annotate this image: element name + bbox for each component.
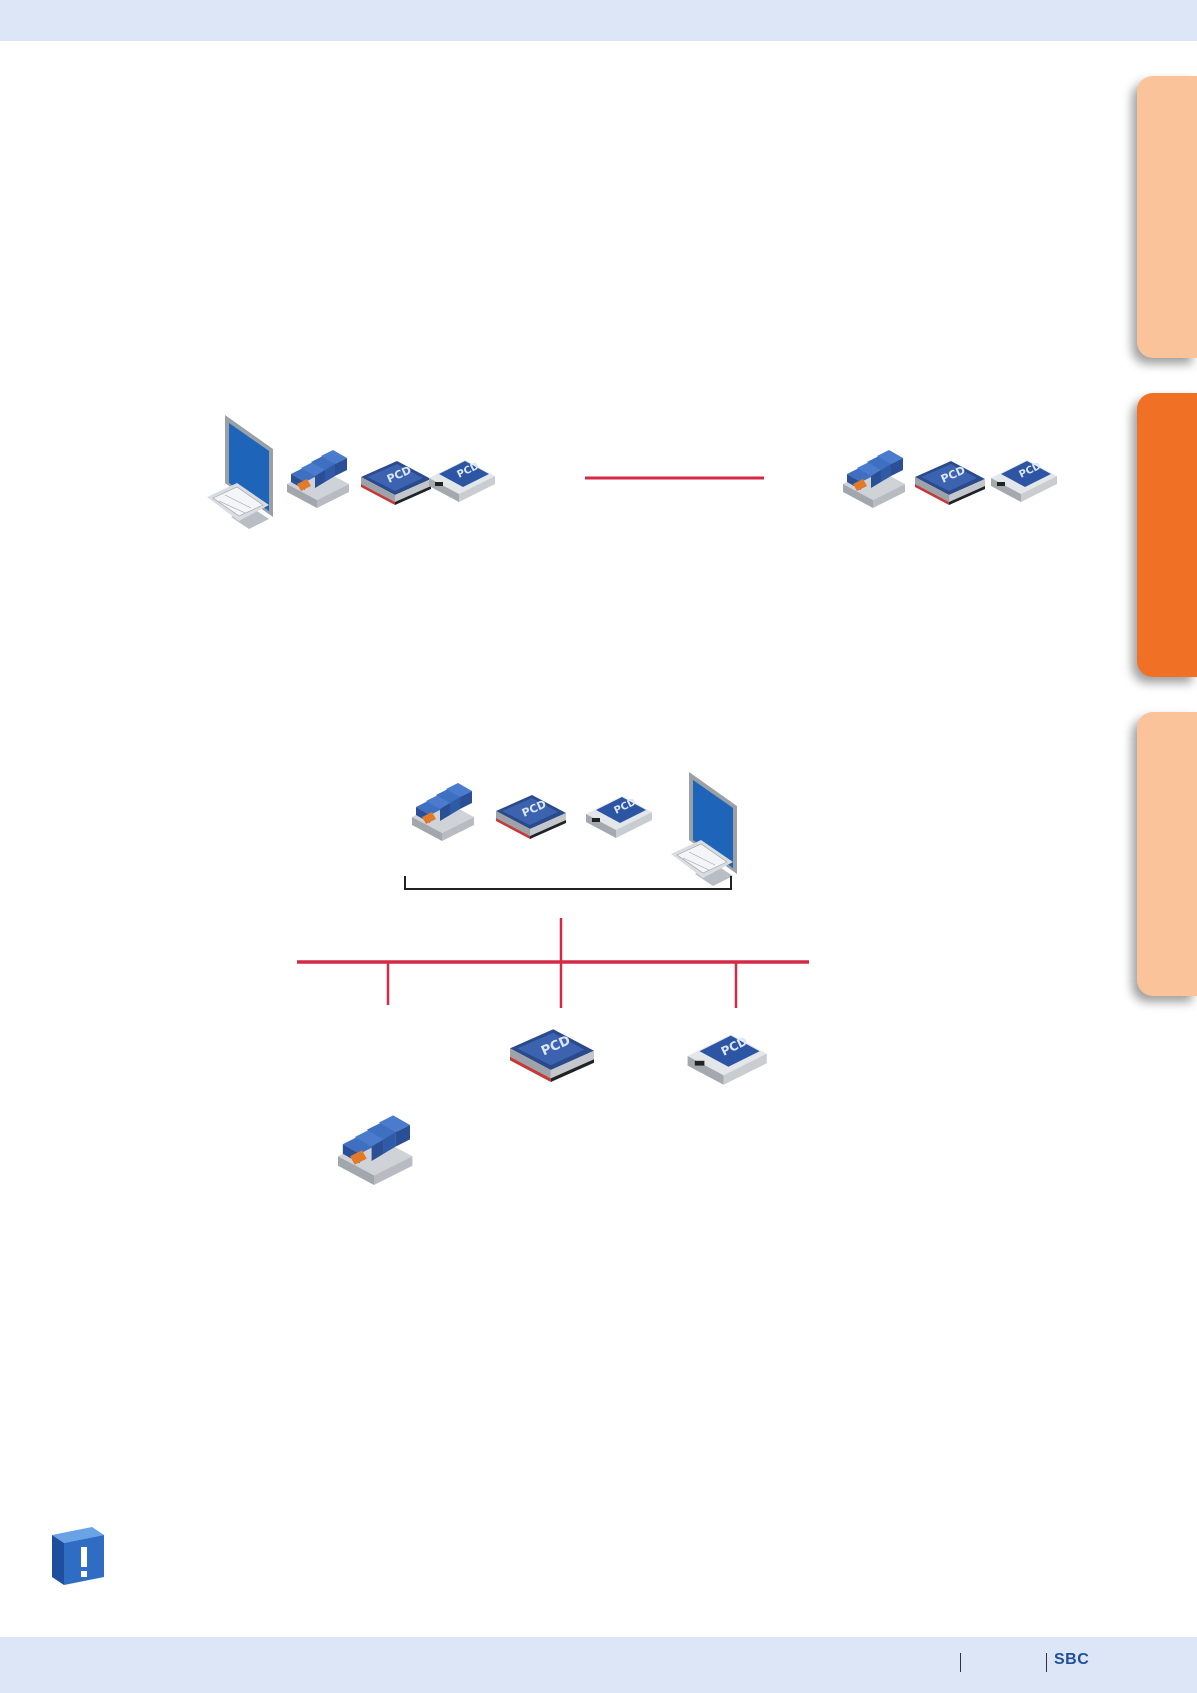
computer-icon	[670, 771, 738, 887]
network-diagrams: PCD PCD	[206, 414, 1057, 1185]
io-module-controller-icon	[338, 1115, 413, 1185]
diagram-point-to-point	[206, 414, 1057, 530]
footer-separator	[1046, 1653, 1047, 1672]
pcd-controller-icon	[510, 1029, 594, 1082]
pcd-controller-icon	[361, 461, 431, 505]
compact-pcd-controller-icon	[586, 796, 652, 838]
io-module-controller-icon	[412, 783, 474, 841]
side-tab-2-active[interactable]	[1137, 393, 1197, 677]
compact-pcd-controller-icon	[687, 1034, 767, 1085]
pcd-controller-icon	[496, 795, 566, 839]
footer-band	[0, 1637, 1197, 1693]
compact-pcd-controller-icon	[429, 460, 495, 502]
pcd-controller-icon	[915, 461, 985, 505]
compact-pcd-controller-icon	[991, 460, 1057, 502]
computer-icon	[206, 414, 274, 530]
side-tab-1[interactable]	[1137, 76, 1197, 358]
side-tab-3[interactable]	[1137, 712, 1197, 996]
io-module-controller-icon	[287, 450, 349, 508]
diagram-bus-network	[297, 771, 809, 1185]
io-module-controller-icon	[843, 450, 905, 508]
footer-separator	[960, 1653, 961, 1672]
group-bracket	[404, 876, 732, 890]
footer-brand: SBC	[1054, 1651, 1090, 1668]
header-band	[0, 0, 1197, 41]
exclamation-note-icon	[52, 1527, 104, 1585]
